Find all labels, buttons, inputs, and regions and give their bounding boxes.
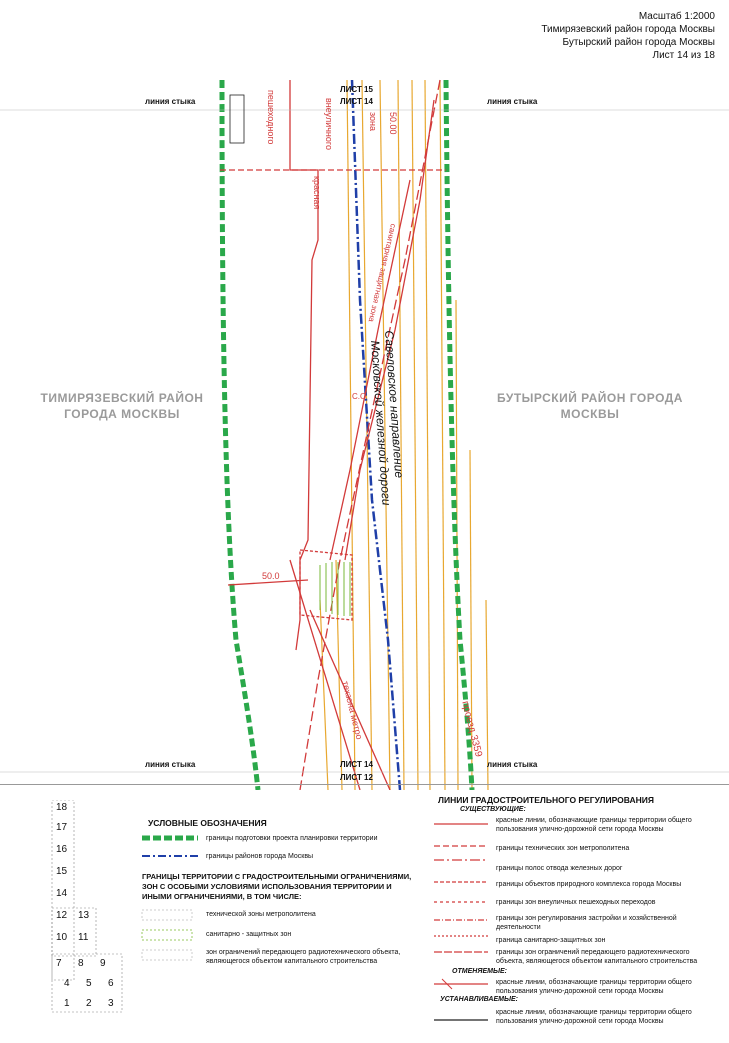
- legend-line-4: границы объектов природного комплекса го…: [496, 881, 682, 888]
- sanitary-zone-hatch: [319, 562, 351, 616]
- legend-item-2: границы районов города Москвы: [206, 853, 314, 860]
- sheet14-top-label: ЛИСТ 14: [340, 97, 373, 106]
- sheet12-label: ЛИСТ 12: [340, 773, 373, 782]
- index-cell: 10: [56, 932, 68, 943]
- legend-symbols-1: [142, 835, 198, 857]
- dim-50-left: 50.0: [262, 571, 280, 581]
- lines-title: ЛИНИИ ГРАДОСТРОИТЕЛЬНОГО РЕГУЛИРОВАНИЯ: [438, 795, 654, 805]
- seam-label-bottom-right: линия стыка: [487, 760, 538, 769]
- legend-line-6: границы зон регулирования застройки и хо…: [496, 915, 677, 931]
- legend-line-3: границы полос отвода железных дорог: [496, 865, 623, 872]
- pesh-label: пешеходного: [266, 90, 276, 145]
- district-left-label: ТИМИРЯЗЕВСКИЙ РАЙОН ГОРОДА МОСКВЫ: [22, 390, 222, 422]
- index-cell: 3: [108, 998, 114, 1009]
- restriction-2: санитарно - защитных зон: [206, 931, 292, 938]
- restrictions-title: ГРАНИЦЫ ТЕРРИТОРИИ С ГРАДОСТРОИТЕЛЬНЫМИ …: [142, 872, 412, 901]
- district-left-line2: ГОРОДА МОСКВЫ: [64, 407, 180, 421]
- index-cell: 16: [56, 844, 68, 855]
- sheet-number-text: Лист 14 из 18: [652, 50, 715, 61]
- district-boundary: [350, 79, 402, 790]
- district-left-line1: ТИМИРЯЗЕВСКИЙ РАЙОН: [40, 391, 204, 405]
- cancelled-title: ОТМЕНЯЕМЫЕ:: [452, 968, 507, 975]
- seam-label-top-right: линия стыка: [487, 97, 538, 106]
- legend-line-7: граница санитарно-защитных зон: [496, 937, 606, 944]
- vneul-label: внеуличного: [324, 98, 334, 150]
- red-lines: [220, 79, 446, 790]
- project-boundary-left: [219, 79, 261, 790]
- scale-text: Масштаб 1:2000: [638, 11, 715, 22]
- district-right-line1: БУТЫРСКИЙ РАЙОН ГОРОДА: [497, 391, 683, 405]
- index-grid-lines: [51, 800, 123, 1013]
- district2-text: Бутырский район города Москвы: [562, 37, 715, 48]
- legend-line-1: красные линии, обозначающие границы терр…: [496, 817, 692, 833]
- project-boundary-right: [443, 79, 475, 790]
- so-label: С.О: [352, 392, 367, 401]
- index-cell: 7: [56, 958, 62, 969]
- crossing-box: [229, 94, 245, 144]
- legend-area: [0, 784, 729, 1043]
- zone-label: зона: [368, 112, 378, 132]
- index-cell: 12: [56, 910, 68, 921]
- existing-title: СУЩЕСТВУЮЩИЕ:: [460, 806, 526, 813]
- legend-item-1: границы подготовки проекта планировки те…: [206, 835, 378, 842]
- cancelled-line-1: красные линии, обозначающие границы терр…: [496, 979, 692, 995]
- index-cell: 14: [56, 888, 68, 899]
- sheet-header: Масштаб 1:2000 Тимирязевский район город…: [541, 10, 715, 62]
- index-cell: 6: [108, 978, 114, 989]
- sheet15-label: ЛИСТ 15: [340, 85, 373, 94]
- district1-text: Тимирязевский район города Москвы: [541, 24, 715, 35]
- index-cell: 4: [64, 978, 70, 989]
- legend-line-5: границы зон внеуличных пешеходных перехо…: [496, 899, 656, 906]
- index-cell: 5: [86, 978, 92, 989]
- index-cell: 9: [100, 958, 106, 969]
- seam-label-bottom-left: линия стыка: [145, 760, 196, 769]
- legend-line-2: границы технических зон метрополитена: [496, 845, 630, 852]
- index-cell: 18: [56, 802, 68, 813]
- district-right-line2: МОСКВЫ: [560, 407, 620, 421]
- legend-line-symbols: [434, 823, 488, 953]
- legend-cancel-symbols: [434, 978, 488, 1021]
- index-cell: 17: [56, 822, 68, 833]
- legend-title: УСЛОВНЫЕ ОБОЗНАЧЕНИЯ: [148, 818, 267, 828]
- index-cell: 11: [78, 932, 89, 943]
- index-cell: 8: [78, 958, 84, 969]
- map-canvas: [0, 79, 729, 790]
- district-right-label: БУТЫРСКИЙ РАЙОН ГОРОДА МОСКВЫ: [490, 390, 690, 422]
- index-cell: 15: [56, 866, 68, 877]
- established-title: УСТАНАВЛИВАЕМЫЕ:: [440, 996, 518, 1003]
- index-cell: 2: [86, 998, 92, 1009]
- index-cell: 1: [64, 998, 70, 1009]
- legend-symbols-2: [141, 909, 193, 961]
- established-line-1: красные линии, обозначающие границы терр…: [496, 1009, 692, 1025]
- seam-label-top-left: линия стыка: [145, 97, 196, 106]
- sheet14-bottom-label: ЛИСТ 14: [340, 760, 373, 769]
- restriction-3: зон ограничений передающего радиотехниче…: [206, 949, 401, 965]
- index-cell: 13: [78, 910, 90, 921]
- red-label: красная: [312, 176, 322, 210]
- legend-line-8: границы зон ограничений передающего ради…: [496, 949, 698, 965]
- restriction-1: технической зоны метрополитена: [206, 911, 316, 918]
- dim-50-top: 50.00: [388, 112, 398, 135]
